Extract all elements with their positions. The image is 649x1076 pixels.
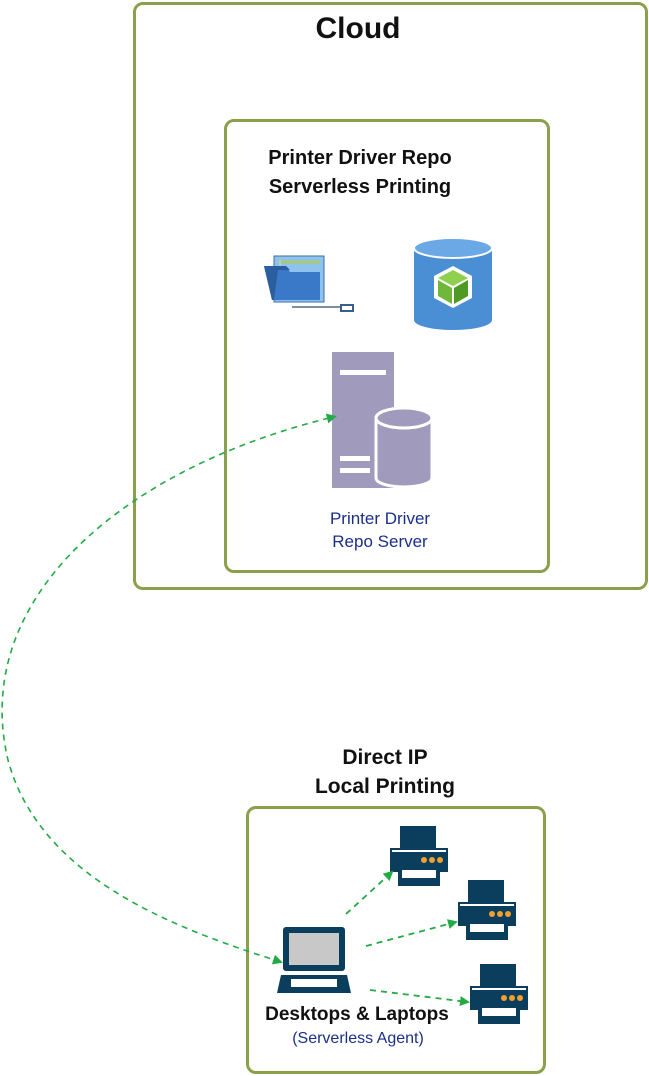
client-to-printer2-connector: [365, 919, 458, 947]
cloud-to-client-connector: [1, 413, 337, 965]
cloud-title: Cloud: [315, 12, 401, 45]
printer-icon: [470, 964, 528, 1024]
local-container: [246, 806, 546, 1074]
printer-icon: [390, 826, 448, 886]
local-title-line1: Direct IP: [342, 746, 428, 769]
client-to-printer1-connector: [345, 870, 394, 915]
local-title-line2: Local Printing: [314, 775, 455, 798]
client-sublabel: (Serverless Agent): [292, 1030, 424, 1047]
repo-title-line1: Printer Driver Repo: [268, 147, 452, 169]
client-label: Desktops & Laptops: [265, 1004, 449, 1025]
printer-icon: [458, 880, 516, 940]
server-label-line1: Printer Driver: [329, 509, 431, 528]
database-cube-icon: [413, 237, 493, 330]
repo-container: [224, 119, 550, 573]
repo-title-line2: Serverless Printing: [268, 176, 452, 198]
server-label-line2: Repo Server: [332, 532, 428, 551]
client-to-printer3-connector: [369, 989, 470, 1006]
cloud-container: [133, 2, 648, 590]
file-share-folder-icon: [264, 255, 354, 312]
repo-server-icon: [332, 352, 434, 488]
